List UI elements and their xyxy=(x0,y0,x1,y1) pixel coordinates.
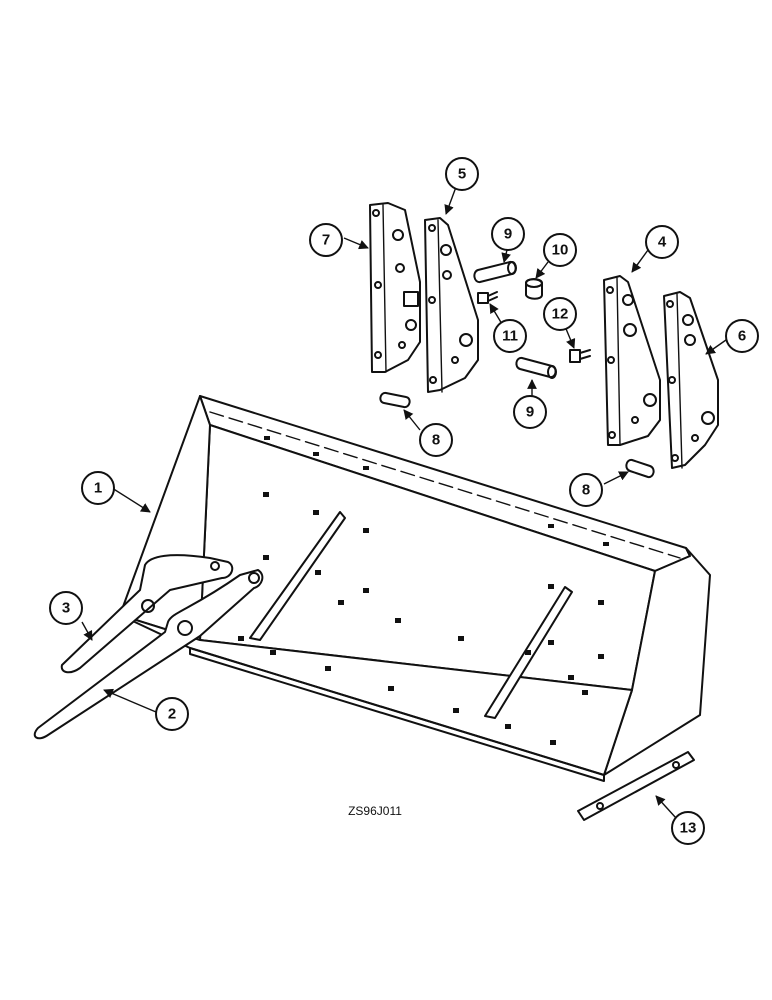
bracket-4 xyxy=(603,275,661,446)
pin-9-upper xyxy=(473,260,517,284)
svg-text:9: 9 xyxy=(526,404,534,421)
callout-8-left: 8 xyxy=(419,423,453,457)
figure-code: ZS96J011 xyxy=(348,804,402,818)
callout-11: 11 xyxy=(493,319,527,353)
svg-text:3: 3 xyxy=(62,600,70,617)
callout-9-lower: 9 xyxy=(513,395,547,429)
svg-text:2: 2 xyxy=(168,706,176,723)
pin-9-lower xyxy=(515,356,557,379)
callout-9-upper: 9 xyxy=(491,217,525,251)
callout-13: 13 xyxy=(671,811,705,845)
callout-7: 7 xyxy=(309,223,343,257)
svg-text:11: 11 xyxy=(502,328,518,345)
strap-13 xyxy=(577,751,695,821)
bucket-bolt-holes xyxy=(238,436,609,745)
svg-text:8: 8 xyxy=(582,482,590,499)
svg-text:9: 9 xyxy=(504,226,512,243)
svg-text:6: 6 xyxy=(738,328,746,345)
bracket-5 xyxy=(424,217,479,393)
callout-3: 3 xyxy=(49,591,83,625)
svg-text:12: 12 xyxy=(552,306,569,323)
callout-5: 5 xyxy=(445,157,479,191)
bracket-7 xyxy=(369,202,421,373)
svg-text:5: 5 xyxy=(458,166,466,183)
callout-2: 2 xyxy=(155,697,189,731)
bucket-cutting-edge xyxy=(189,647,605,782)
bolt-11 xyxy=(477,291,498,304)
svg-text:8: 8 xyxy=(432,432,440,449)
callout-4: 4 xyxy=(645,225,679,259)
callout-8-right: 8 xyxy=(569,473,603,507)
spacer-8-left xyxy=(379,391,411,409)
svg-text:10: 10 xyxy=(552,242,569,259)
callout-1: 1 xyxy=(81,471,115,505)
bucket xyxy=(119,395,711,782)
svg-text:1: 1 xyxy=(94,480,102,497)
fork-tine-rear xyxy=(60,554,234,674)
fork-tine-front xyxy=(33,569,264,740)
svg-text:13: 13 xyxy=(680,820,697,837)
bushing-10 xyxy=(525,278,543,300)
svg-text:4: 4 xyxy=(658,234,667,251)
bucket-gusset-left xyxy=(249,511,346,641)
bracket-6 xyxy=(663,291,719,469)
callout-12: 12 xyxy=(543,297,577,331)
callout-10: 10 xyxy=(543,233,577,267)
bolt-12 xyxy=(569,349,591,363)
callout-6: 6 xyxy=(725,319,759,353)
spacer-8-right xyxy=(625,458,655,479)
svg-text:7: 7 xyxy=(322,232,330,249)
